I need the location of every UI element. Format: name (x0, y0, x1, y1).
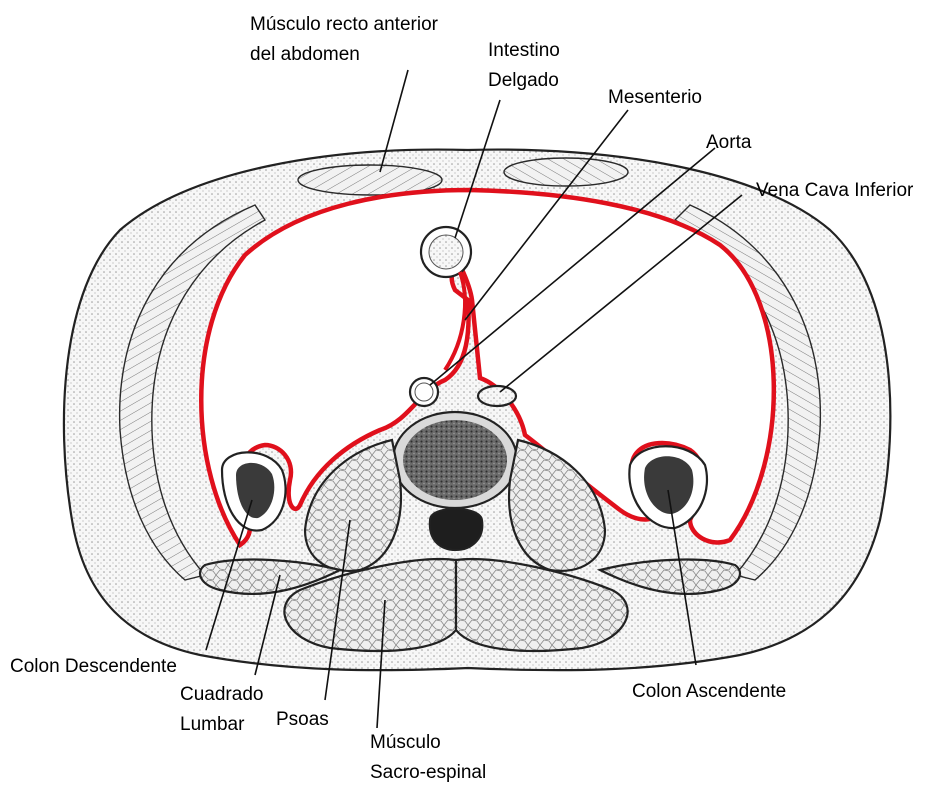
label-cuadrado-line1: Cuadrado (180, 684, 263, 705)
label-vena-cava: Vena Cava Inferior (756, 180, 914, 201)
label-colon-ascendente: Colon Ascendente (632, 681, 786, 702)
small-intestine-lumen (429, 235, 463, 269)
label-sacro-line1: Músculo (370, 732, 441, 753)
label-mesenterio: Mesenterio (608, 87, 702, 108)
ivc-vessel (478, 386, 516, 406)
vertebral-body-core (403, 420, 507, 500)
label-cuadrado-line2: Lumbar (180, 714, 245, 735)
label-recto-line2: del abdomen (250, 44, 360, 65)
spinal-canal (430, 509, 483, 550)
label-sacro-line2: Sacro-espinal (370, 762, 486, 783)
rectus-abdominis-right (504, 158, 628, 186)
label-intestino-line1: Intestino (488, 40, 560, 61)
label-aorta: Aorta (706, 132, 752, 153)
label-intestino-line2: Delgado (488, 70, 559, 91)
label-psoas: Psoas (276, 709, 329, 730)
label-recto-line1: Músculo recto anterior (250, 14, 439, 35)
label-colon-descendente: Colon Descendente (10, 656, 177, 677)
